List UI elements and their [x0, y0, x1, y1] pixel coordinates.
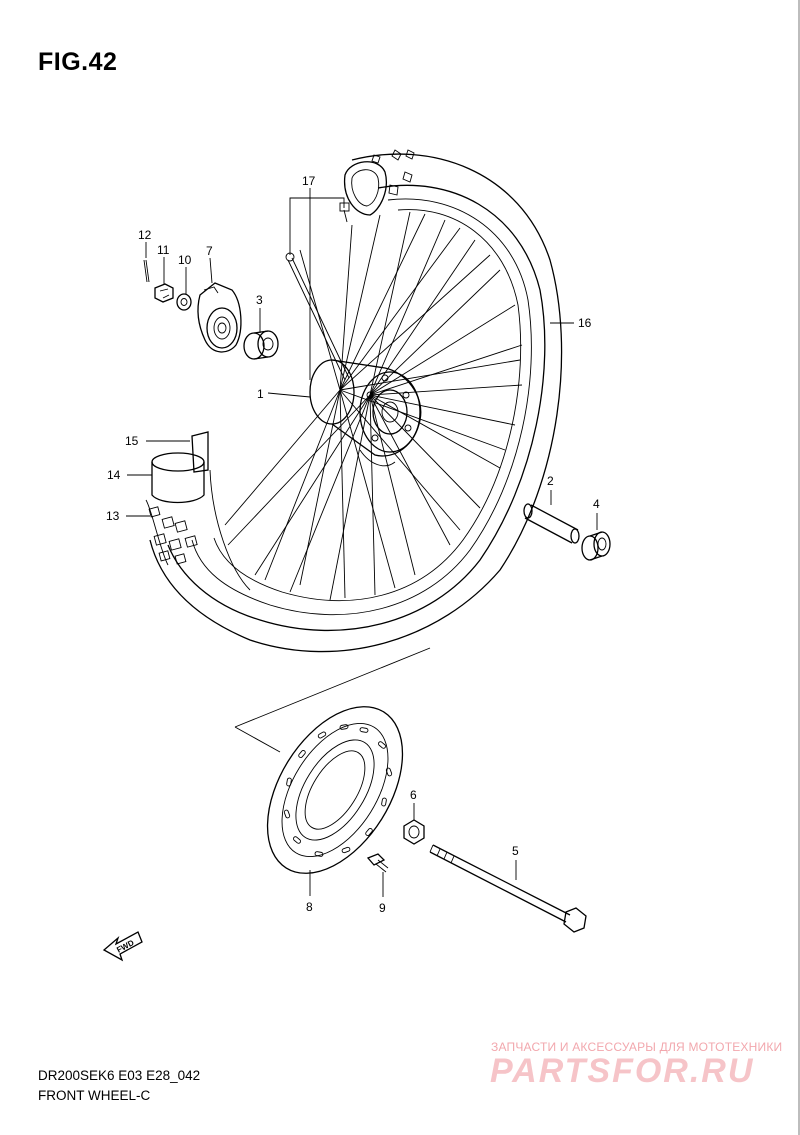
front-axle	[429, 844, 587, 933]
callout-numbers: 1 2 3 4 5 6 7 8 9 10 11 12 13 14 15 16 1…	[106, 174, 600, 915]
callout-16: 16	[578, 316, 592, 330]
tire-rim	[149, 153, 563, 653]
model-code: DR200SEK6 E03 E28_042	[38, 1068, 201, 1083]
callout-15: 15	[125, 434, 139, 448]
watermark-logo: PARTSFOR.RU	[490, 1052, 755, 1090]
callout-12: 12	[138, 228, 152, 242]
section-name: FRONT WHEEL-C	[38, 1088, 151, 1103]
wheel-hub	[309, 359, 422, 467]
callout-14: 14	[107, 468, 121, 482]
brake-disc	[266, 706, 404, 874]
bearing-4	[581, 531, 611, 561]
bearing-3	[243, 330, 279, 360]
callout-1: 1	[257, 387, 264, 401]
callout-8: 8	[306, 900, 313, 914]
watermark-tagline: ЗАПЧАСТИ И АКСЕССУАРЫ ДЛЯ МОТОТЕХНИКИ	[491, 1040, 783, 1054]
leader-lines	[126, 188, 598, 897]
washer-10	[176, 293, 192, 311]
figure-title: FIG.42	[38, 48, 118, 76]
fwd-label: FWD	[115, 938, 136, 955]
disc-bolt	[366, 853, 389, 873]
callout-9: 9	[379, 901, 386, 915]
callout-2: 2	[547, 474, 554, 488]
fwd-arrow-icon: FWD	[102, 931, 143, 962]
tire-valve	[285, 202, 350, 381]
spacer-2	[523, 503, 580, 544]
rim-band-lower	[145, 431, 209, 566]
explode-guide-lines	[234, 647, 431, 753]
callout-13: 13	[106, 509, 120, 523]
callout-3: 3	[256, 293, 263, 307]
rim-lock-top	[343, 149, 415, 216]
cotter-pin-12	[143, 259, 150, 283]
speedometer-gearbox	[197, 282, 242, 353]
axle-collar	[403, 819, 425, 845]
callout-5: 5	[512, 844, 519, 858]
callout-11: 11	[157, 243, 170, 257]
callout-6: 6	[410, 788, 417, 802]
callout-7: 7	[206, 244, 213, 258]
callout-17: 17	[302, 174, 316, 188]
callout-10: 10	[178, 253, 192, 267]
nut-11	[154, 283, 174, 303]
callout-4: 4	[593, 497, 600, 511]
